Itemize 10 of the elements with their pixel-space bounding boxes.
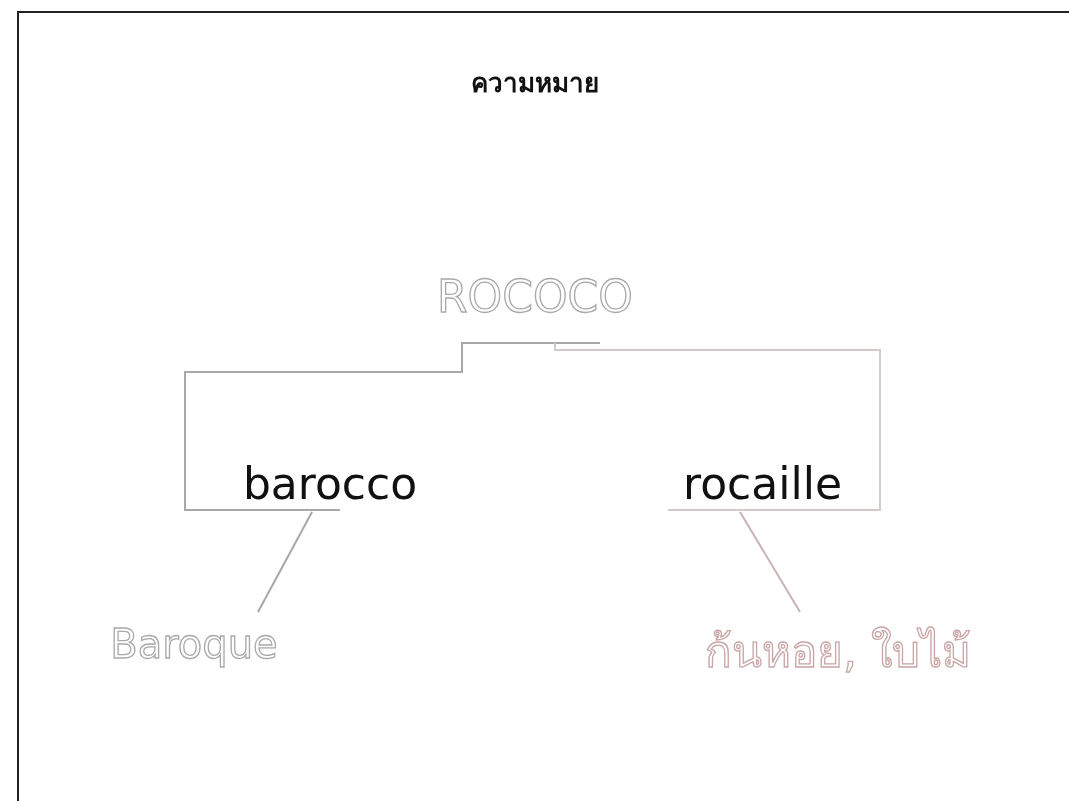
word-label: rocaille	[655, 455, 870, 512]
connector-line	[554, 342, 881, 511]
translation-word: Baroque	[78, 612, 310, 672]
translation-word: ก้นหอย, ใบไม้	[668, 612, 1008, 682]
word-label: barocco	[215, 455, 445, 512]
connector-line	[739, 511, 801, 613]
connector-line	[257, 511, 313, 613]
title: ความหมาย	[469, 67, 600, 100]
connector-line	[184, 342, 601, 511]
heading-word: ROCOCO	[415, 270, 655, 343]
